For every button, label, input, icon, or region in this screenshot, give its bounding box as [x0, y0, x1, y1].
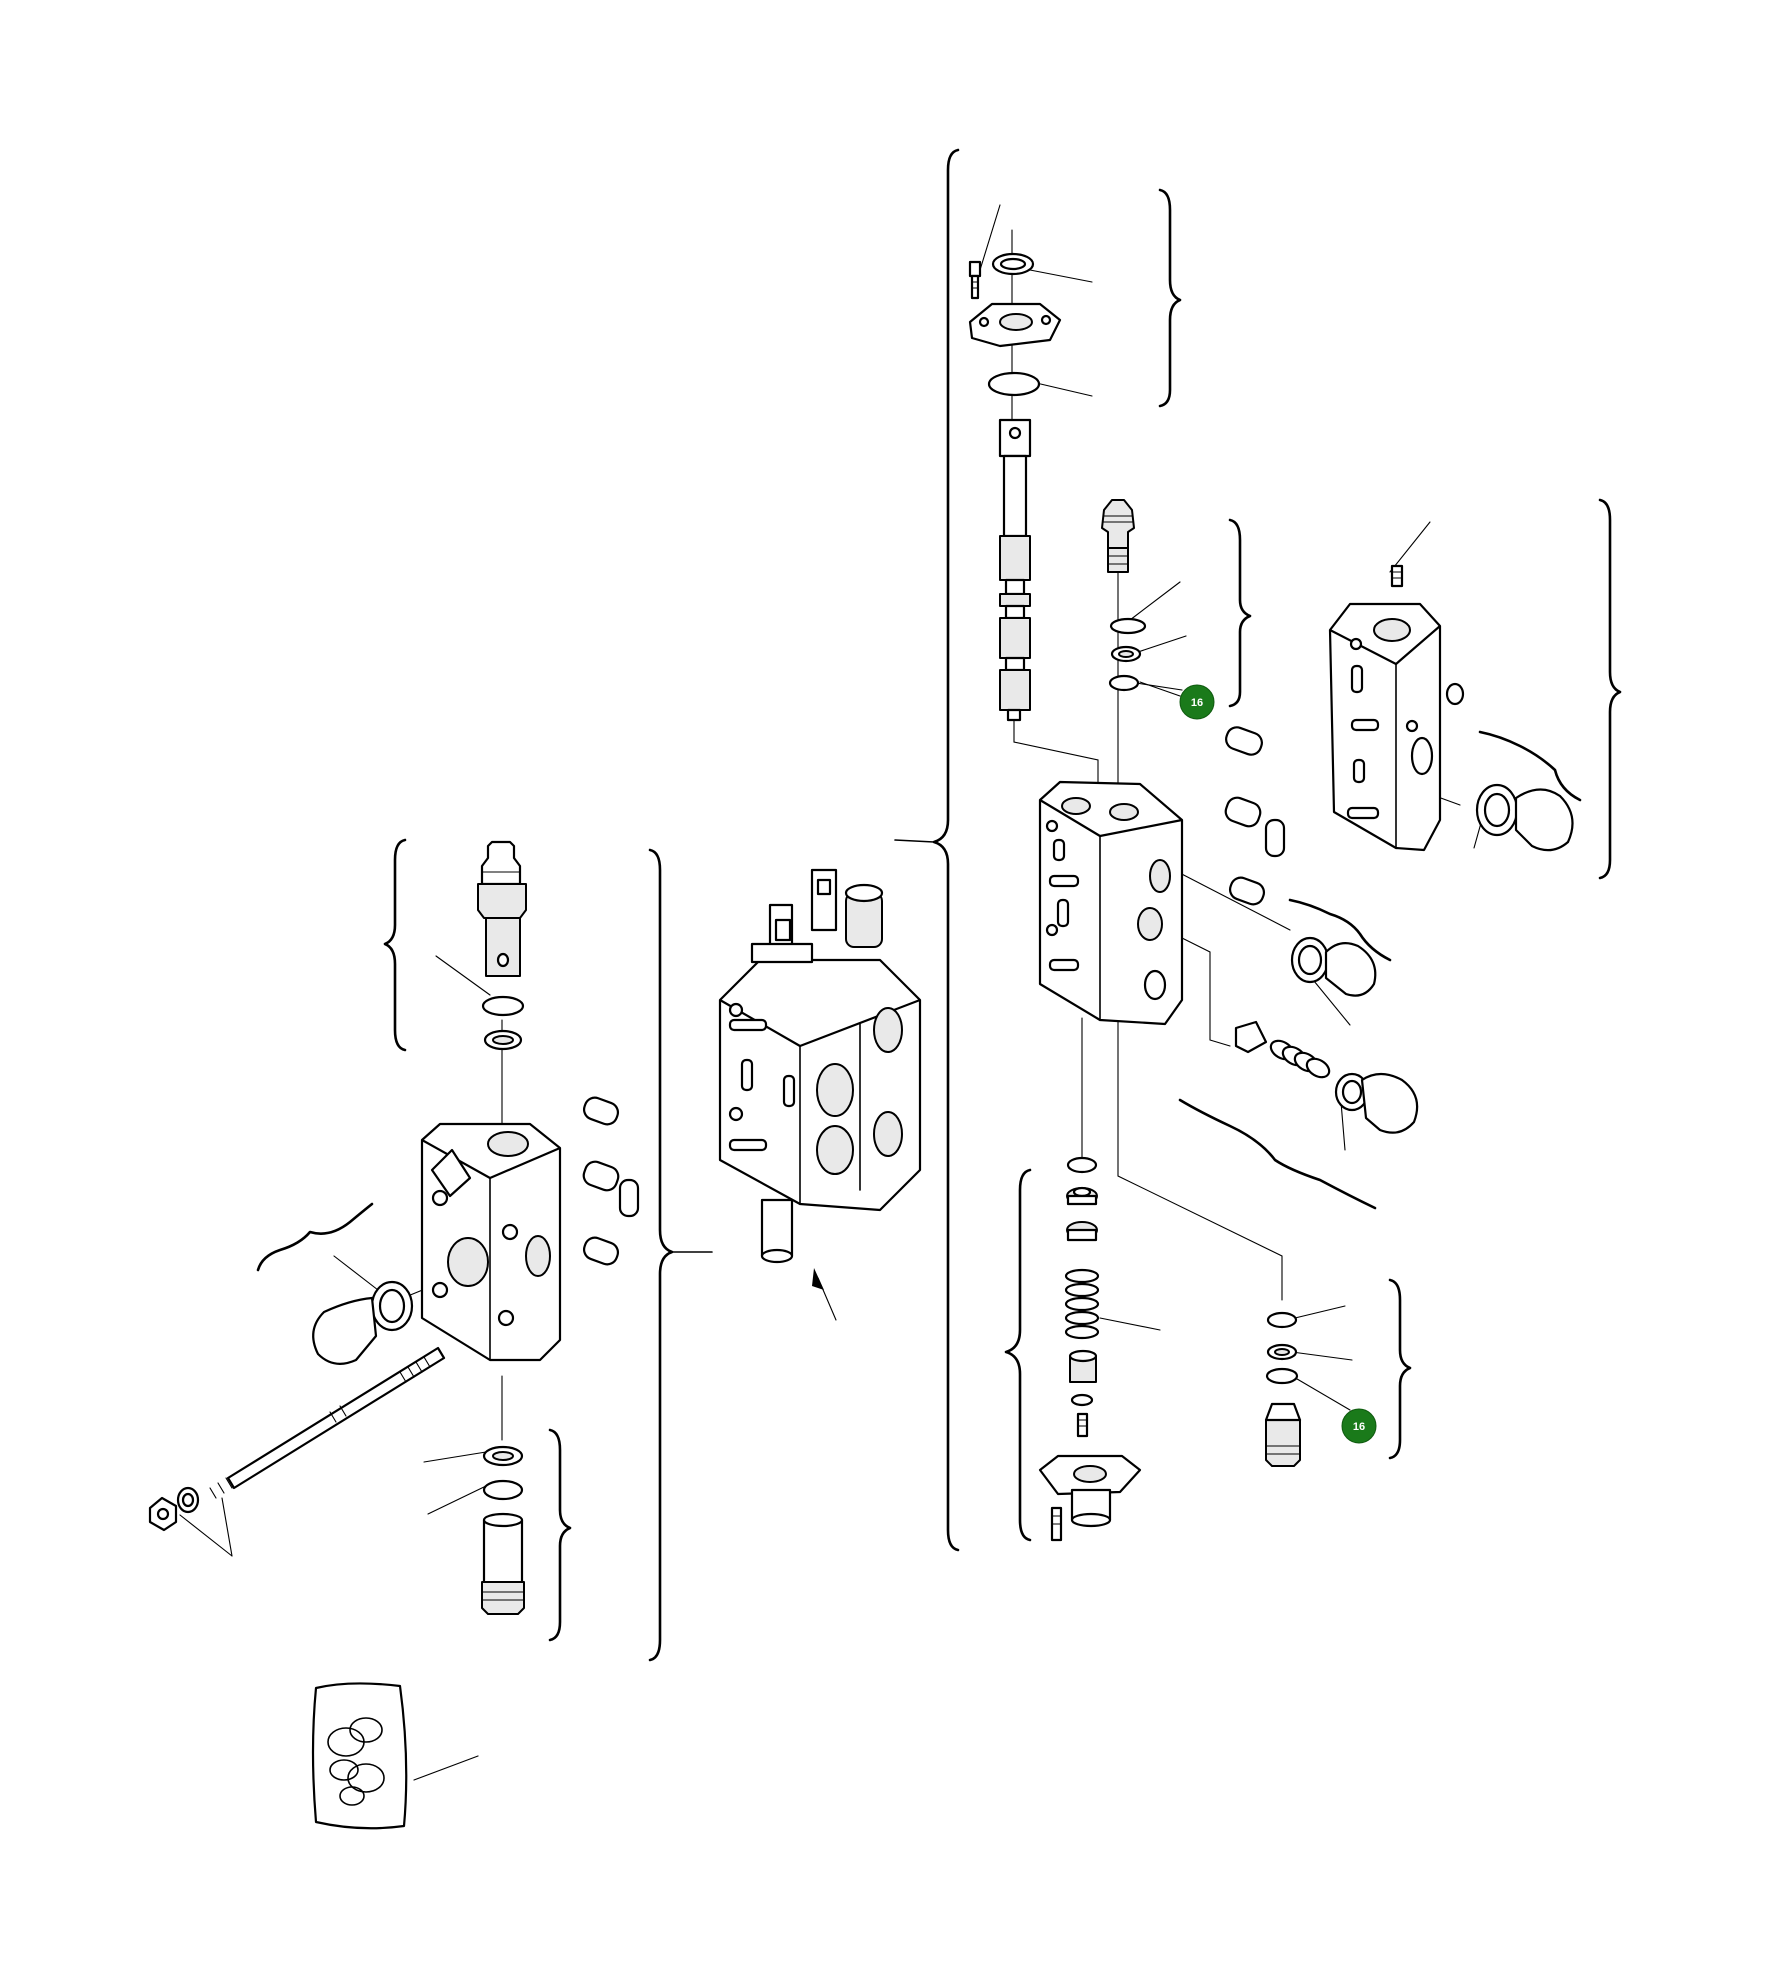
- callout-label-upper: 16: [1191, 697, 1203, 709]
- cover-flange-top: [968, 302, 1062, 348]
- plug-seal-left: [312, 1280, 414, 1365]
- grouping-braces: [256, 148, 1622, 1662]
- brace-bottom-spool-group: [1004, 1168, 1032, 1542]
- valve-spool-upper: [998, 418, 1032, 722]
- brace-left-plug: [256, 1202, 374, 1272]
- main-valve-assembly: [718, 868, 922, 1264]
- gasket-seals-right: [1224, 726, 1286, 906]
- brace-plug-right: [1478, 730, 1582, 802]
- brace-left-bottom: [548, 1428, 572, 1642]
- cover-flange-bottom: [1038, 1454, 1142, 1528]
- brace-left-section: [648, 848, 674, 1662]
- brace-bottom-cartridge: [1388, 1278, 1412, 1460]
- callout-16-lower[interactable]: 16: [1341, 1408, 1377, 1444]
- brace-end-section: [1598, 498, 1622, 880]
- relief-cartridge-left: [477, 840, 527, 1051]
- spool-stack-lower: [1038, 1156, 1142, 1542]
- gasket-seals-left: [582, 1096, 640, 1266]
- plug-seal-middle: [1290, 936, 1377, 997]
- cap-screw-top: [968, 260, 982, 300]
- valve-section-body-right: [1038, 780, 1184, 1026]
- spring-assembly-right: [1234, 1020, 1419, 1134]
- brace-top-group: [1158, 188, 1182, 408]
- tie-rod-assembly: [148, 1346, 446, 1532]
- callout-badge-lower[interactable]: [1341, 1408, 1377, 1444]
- brace-plug-middle: [1288, 898, 1392, 962]
- valve-section-body-left: [420, 1122, 562, 1362]
- brace-right-section: [932, 148, 960, 1552]
- centering-spring: [1064, 1268, 1100, 1340]
- callout-badge-upper[interactable]: [1179, 684, 1215, 720]
- relief-cartridge-upper: [1101, 499, 1147, 692]
- o-ring-top: [987, 371, 1041, 397]
- callout-16-upper[interactable]: 16: [1139, 681, 1215, 720]
- end-cover-section: [1328, 564, 1574, 852]
- brace-left-top: [383, 838, 407, 1052]
- spool-stack-upper: [968, 252, 1062, 722]
- brace-spring-group: [1178, 1098, 1377, 1210]
- relief-cartridge-lower: [1264, 1311, 1302, 1467]
- callout-label-lower: 16: [1353, 1421, 1365, 1433]
- seal-kit-bag: [311, 1682, 408, 1830]
- brace-cartridge-group: [1228, 518, 1252, 708]
- spool-end-left: [481, 1445, 525, 1615]
